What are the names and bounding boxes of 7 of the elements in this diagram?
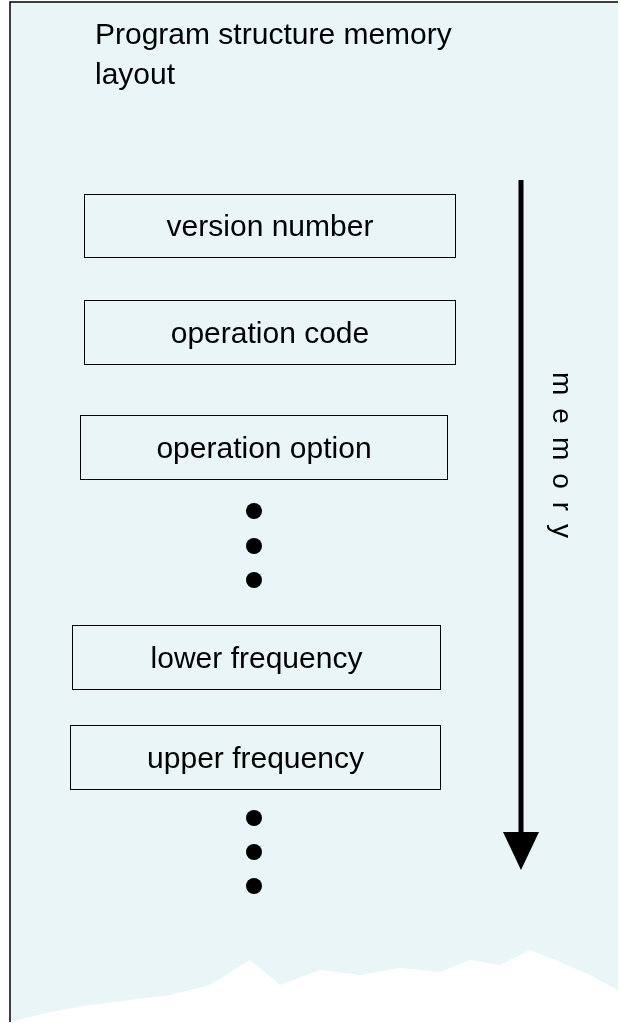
memory-field-box: lower frequency (72, 625, 441, 690)
memory-field-box: operation option (80, 415, 448, 480)
memory-field-box: version number (84, 194, 456, 258)
memory-field-box: upper frequency (70, 725, 441, 790)
memory-field-box: operation code (84, 300, 456, 365)
diagram-title: Program structure memory layout (95, 16, 453, 92)
axis-label: memory (546, 372, 578, 552)
